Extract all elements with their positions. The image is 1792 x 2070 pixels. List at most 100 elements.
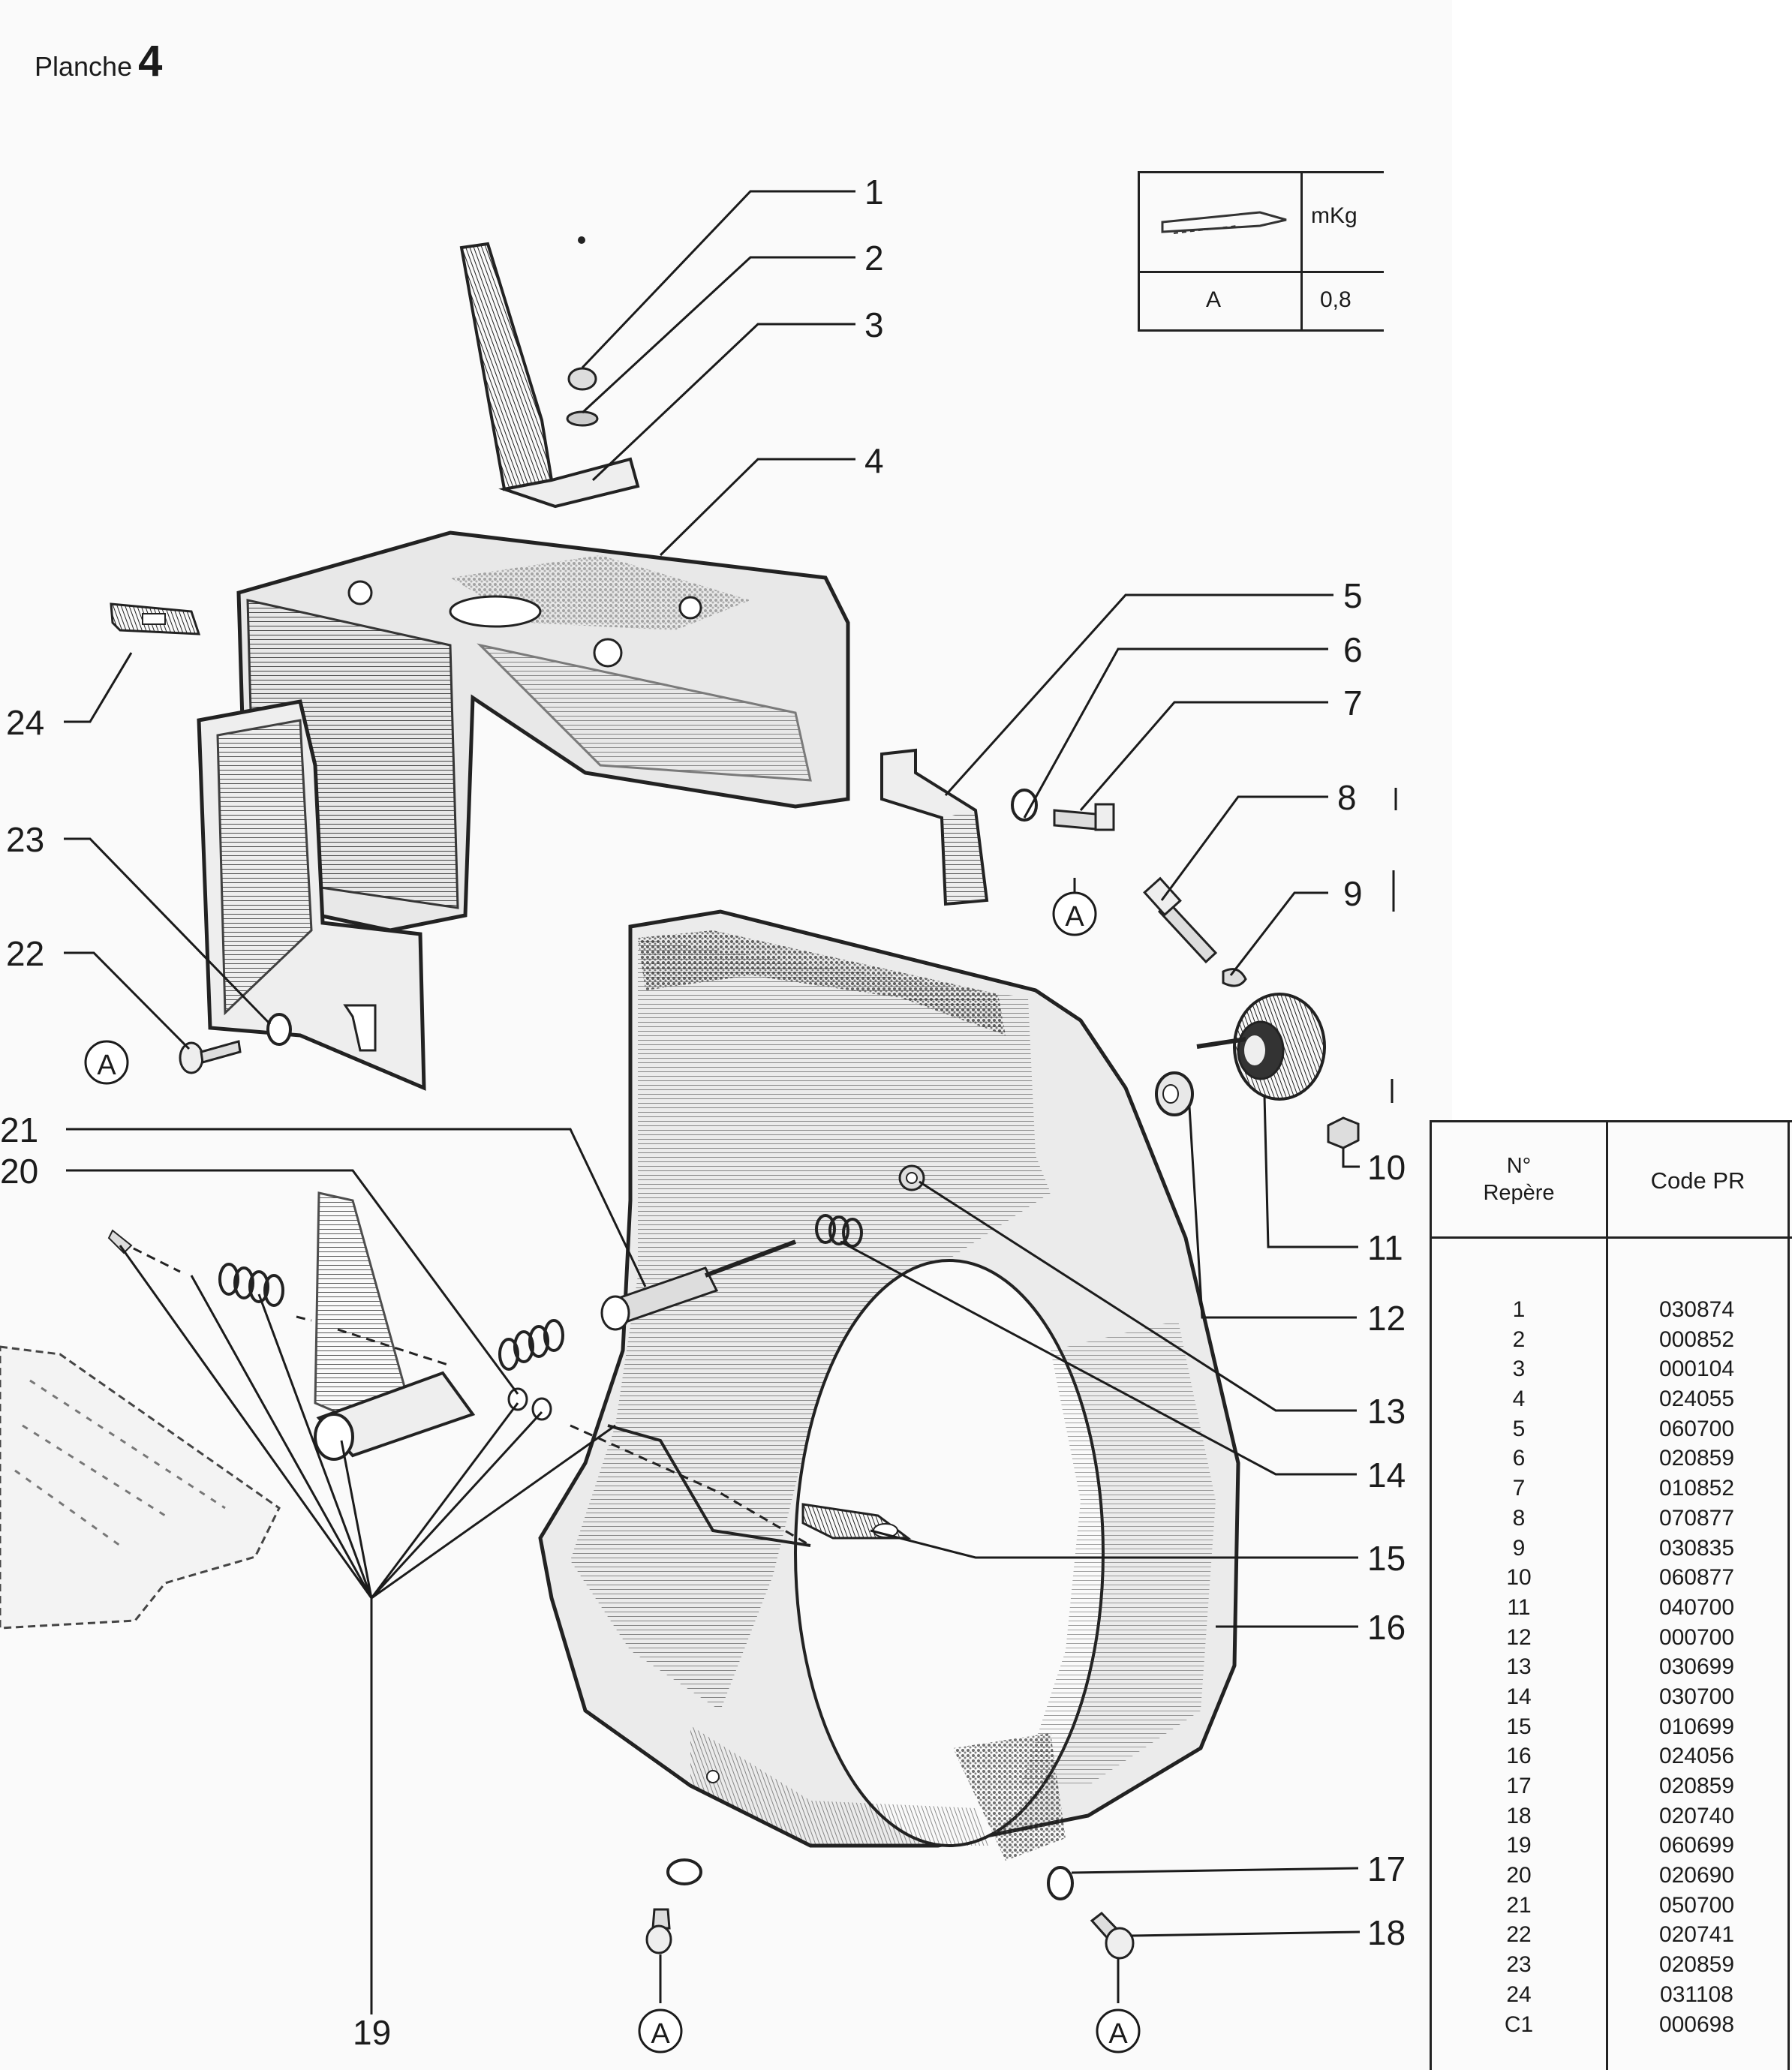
top-cover-part: [236, 530, 850, 933]
torque-table: mKg A 0,8: [1138, 171, 1384, 332]
hex-nut-part: [1327, 1116, 1360, 1149]
code-cell: 030700: [1658, 1684, 1735, 1709]
page-title-label: Planche: [35, 51, 133, 82]
rep-cell: 22: [1506, 1922, 1532, 1948]
code-cell: 030874: [1658, 1297, 1735, 1322]
code-cell: 020859: [1658, 1774, 1735, 1798]
code-cell: 024056: [1658, 1744, 1735, 1769]
rep-cell: 7: [1512, 1476, 1526, 1501]
side-washer-part: [266, 1013, 292, 1046]
torque-marker: A: [1052, 891, 1097, 936]
rep-header-line2: Repère: [1483, 1181, 1555, 1205]
table-row: 9 030835: [1432, 1534, 1787, 1564]
torque-table-header: [1140, 173, 1384, 273]
clip-part: [801, 1503, 912, 1540]
callout-12: 12: [1367, 1299, 1406, 1338]
callout-21: 21: [0, 1110, 38, 1149]
rep-cell: 11: [1507, 1594, 1531, 1620]
rep-cell: 12: [1506, 1624, 1532, 1650]
rep-cell: 20: [1506, 1863, 1532, 1888]
callout-3: 3: [864, 305, 884, 344]
rep-cell: 16: [1506, 1744, 1532, 1769]
callout-18: 18: [1367, 1913, 1406, 1952]
rep-cell: 3: [1512, 1356, 1526, 1382]
parts-table-header-divider: [1432, 1236, 1792, 1239]
rep-header-line1: N°: [1506, 1154, 1532, 1178]
callout-2: 2: [864, 239, 884, 278]
code-cell: 010852: [1658, 1476, 1735, 1501]
code-cell: 020740: [1658, 1803, 1735, 1828]
torque-marker: A: [1096, 2008, 1141, 2053]
callout-15: 15: [1367, 1539, 1406, 1578]
bottom-screw-part: [1090, 1911, 1135, 1960]
rep-cell: 2: [1512, 1326, 1526, 1352]
torque-key: A: [1206, 287, 1222, 312]
code-cell: 030699: [1658, 1654, 1735, 1680]
rep-cell: 4: [1512, 1387, 1526, 1412]
callout-14: 14: [1367, 1456, 1406, 1495]
bracket-part: [459, 236, 640, 509]
table-row: 6 020859: [1432, 1444, 1787, 1474]
code-cell: 000852: [1658, 1326, 1735, 1352]
rep-column-header: N° Repère: [1432, 1152, 1606, 1206]
callout-13: 13: [1367, 1392, 1406, 1431]
engine-block-part: [0, 1345, 281, 1630]
knob-part: [1196, 993, 1326, 1101]
rep-cell: 1: [1512, 1297, 1526, 1322]
callout-23: 23: [6, 820, 44, 859]
rep-cell: 14: [1506, 1684, 1532, 1709]
callout-4: 4: [864, 441, 884, 480]
code-cell: 000700: [1658, 1624, 1735, 1650]
torque-unit: mKg: [1311, 203, 1358, 228]
clip-washer-part: [1222, 968, 1247, 987]
rep-cell: 6: [1512, 1446, 1526, 1471]
page-number: 4: [138, 37, 163, 86]
callout-19: 19: [353, 2013, 391, 2052]
washer-part: [1011, 789, 1038, 822]
table-row: 4 024055: [1432, 1384, 1787, 1414]
code-cell: 031108: [1660, 1981, 1733, 2007]
table-row: 2 000852: [1432, 1325, 1787, 1355]
table-row: 3 000104: [1432, 1354, 1787, 1384]
code-cell: 060700: [1658, 1416, 1735, 1441]
spacer-part: [1155, 1071, 1194, 1116]
torque-marker: A: [638, 2008, 683, 2053]
rep-cell: 5: [1512, 1416, 1526, 1441]
code-cell: 020741: [1658, 1922, 1735, 1948]
code-cell: 020859: [1658, 1446, 1735, 1471]
table-row: 14 030700: [1432, 1682, 1787, 1712]
rep-cell: 19: [1506, 1833, 1532, 1858]
torque-wrench-icon: [1161, 211, 1287, 234]
bolt-part: [1143, 876, 1218, 964]
side-panel-part: [197, 699, 426, 1091]
callout-8: 8: [1337, 778, 1357, 817]
code-cell: 060699: [1658, 1833, 1735, 1858]
code-column-header: Code PR: [1650, 1167, 1745, 1194]
callout-10: 10: [1367, 1148, 1406, 1187]
rep-cell: 9: [1512, 1535, 1526, 1561]
leader-lines: [64, 190, 1397, 2014]
rep-cell: 24: [1506, 1981, 1532, 2007]
torque-marker-label: A: [97, 1050, 116, 1081]
callout-16: 16: [1367, 1608, 1406, 1647]
code-cell: 024055: [1658, 1387, 1735, 1412]
code-cell: 030835: [1658, 1535, 1735, 1561]
clip-bracket-part: [880, 748, 989, 906]
torque-value: 0,8: [1320, 287, 1352, 312]
code-cell: 000104: [1658, 1356, 1735, 1382]
nut-part: [566, 367, 599, 427]
code-cell: 000698: [1658, 2011, 1735, 2037]
bottom-left-screw-part: [645, 1908, 672, 1954]
exploded-diagram: 1 2 3 4 5 6 7 8 9 10 11 12 13 14 15 16 1…: [0, 173, 1406, 2053]
tensioner-assembly-part: [107, 1164, 925, 1547]
callout-17: 17: [1367, 1849, 1406, 1888]
